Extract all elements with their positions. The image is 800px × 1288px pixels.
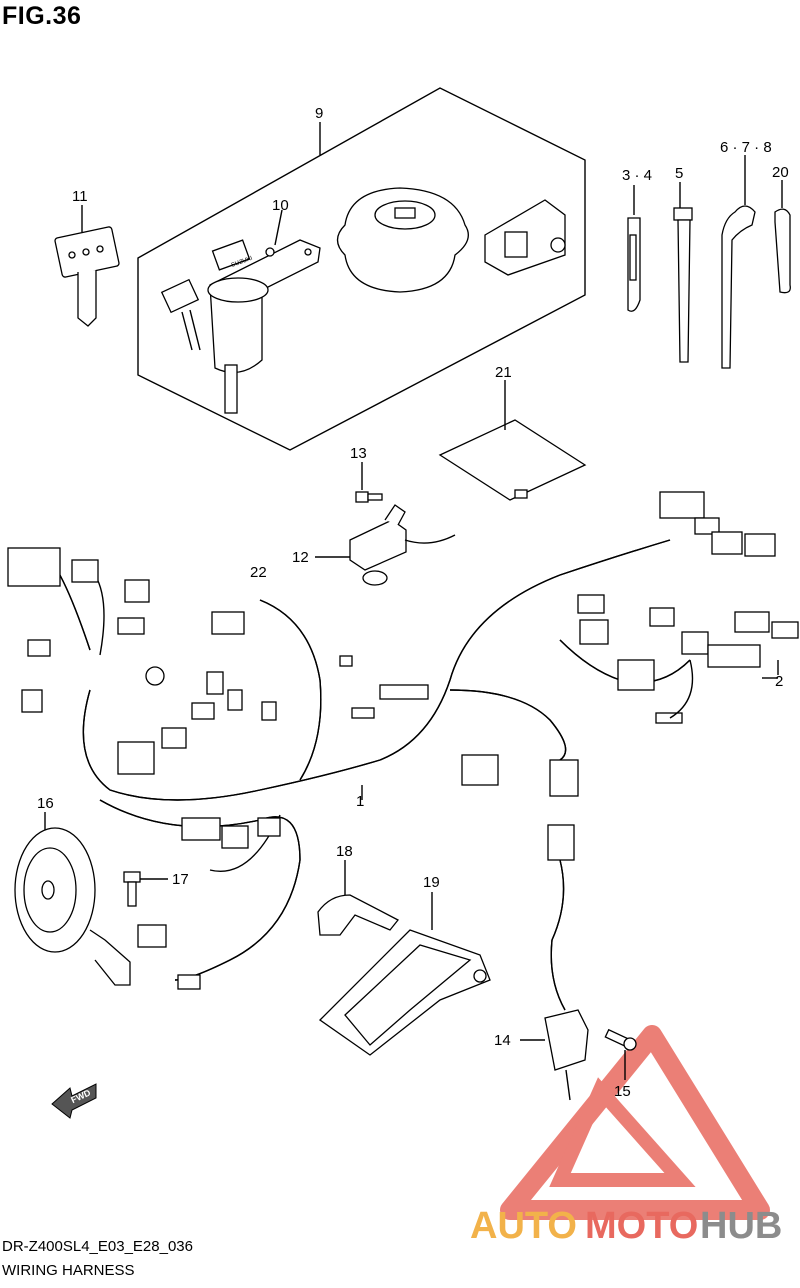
callout-14: 14 bbox=[494, 1032, 511, 1049]
callout-5: 5 bbox=[675, 165, 683, 182]
horn-bolt bbox=[123, 871, 168, 907]
callout-12: 12 bbox=[292, 549, 309, 566]
callout-20: 20 bbox=[772, 164, 789, 181]
harness-cover bbox=[317, 860, 400, 936]
seat-lock bbox=[484, 199, 566, 276]
neutral-switch bbox=[315, 504, 456, 586]
key bbox=[54, 205, 120, 327]
cable-tie bbox=[673, 182, 693, 363]
diagram-name: WIRING HARNESS bbox=[2, 1262, 135, 1279]
callout-19: 19 bbox=[423, 874, 440, 891]
watermark-hub: HUB bbox=[700, 1205, 782, 1247]
horn bbox=[14, 812, 131, 986]
callout-15: 15 bbox=[614, 1083, 631, 1100]
watermark-logo bbox=[500, 1025, 770, 1220]
callout-9: 9 bbox=[315, 105, 323, 122]
callout-6-7-8: 6 · 7 · 8 bbox=[720, 139, 772, 156]
callout-2: 2 bbox=[775, 673, 783, 690]
callout-16: 16 bbox=[37, 795, 54, 812]
callout-3-4: 3 · 4 bbox=[622, 167, 652, 184]
figure-title: FIG.36 bbox=[2, 2, 82, 30]
watermark-moto: MOTO bbox=[585, 1205, 698, 1247]
model-code: DR-Z400SL4_E03_E28_036 bbox=[2, 1238, 193, 1255]
ignition-kit-box bbox=[137, 87, 586, 451]
callout-1: 1 bbox=[356, 793, 364, 810]
watermark-auto: AUTO bbox=[470, 1205, 577, 1247]
fwd-arrow: FWD bbox=[51, 1083, 97, 1119]
harness-connectors bbox=[7, 491, 799, 990]
sensor-bolt bbox=[604, 1028, 637, 1080]
wiring-label-sheet bbox=[438, 380, 587, 501]
callout-18: 18 bbox=[336, 843, 353, 860]
watermark-brand: AUTO MOTO HUB bbox=[470, 1205, 782, 1247]
ignition-switch bbox=[160, 209, 321, 414]
callout-10: 10 bbox=[272, 197, 289, 214]
fuel-cap bbox=[336, 187, 469, 293]
callout-11: 11 bbox=[72, 188, 88, 205]
wire-clip bbox=[774, 180, 791, 294]
callout-21: 21 bbox=[495, 364, 512, 381]
callout-13: 13 bbox=[350, 445, 367, 462]
callout-17: 17 bbox=[172, 871, 189, 888]
harness-clamp bbox=[721, 155, 756, 369]
bracket bbox=[318, 892, 491, 1056]
switch-bolt bbox=[355, 462, 383, 503]
callout-22: 22 bbox=[250, 564, 267, 581]
wire-strap bbox=[627, 185, 641, 312]
sensor-lead bbox=[520, 824, 589, 1101]
